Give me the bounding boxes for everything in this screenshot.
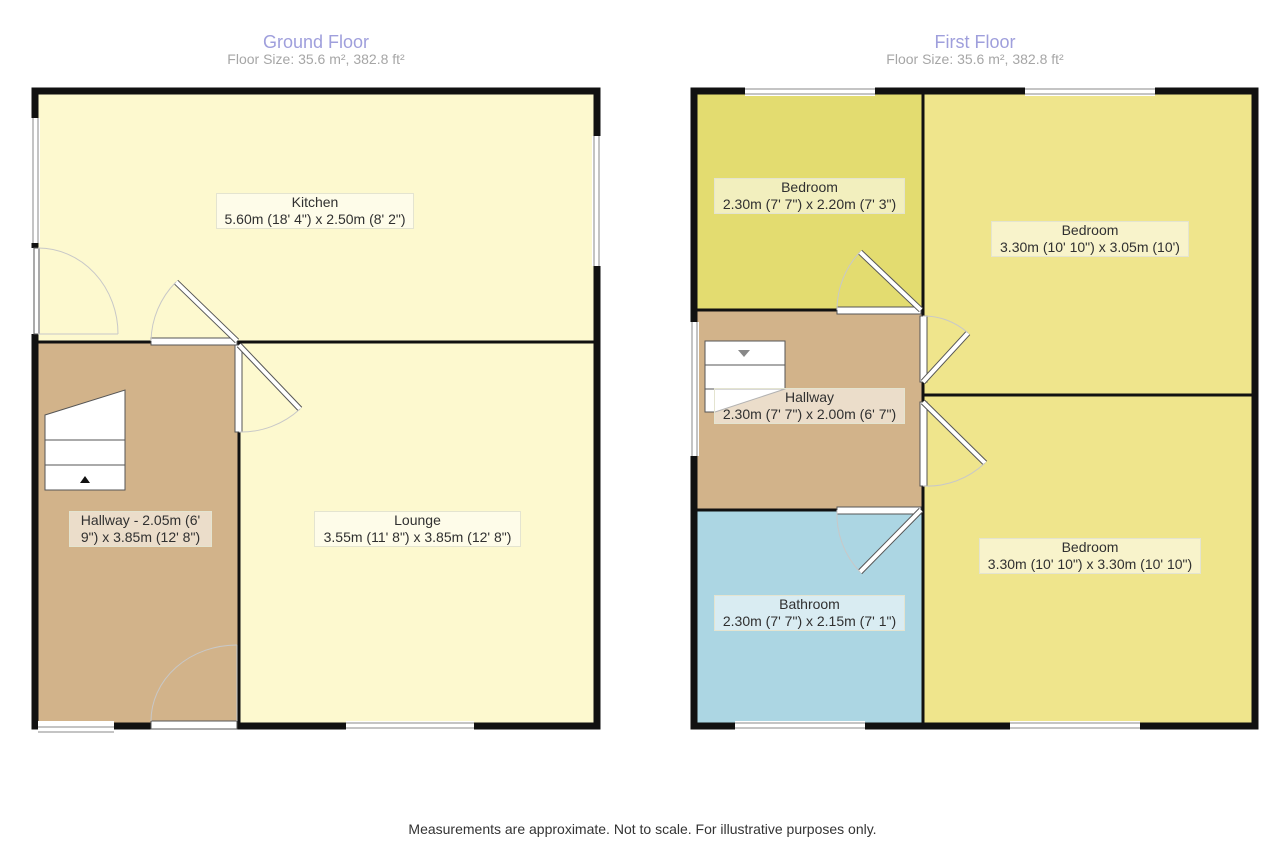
kitchen-label: Kitchen 5.60m (18' 4") x 2.50m (8' 2"): [216, 193, 414, 229]
ground-stairs: [44, 389, 126, 491]
bathroom-dims: 2.30m (7' 7") x 2.15m (7' 1"): [722, 613, 897, 629]
bathroom-name: Bathroom: [779, 596, 840, 612]
ground-floor-title: Ground Floor: [262, 32, 370, 52]
kitchen-hall-door: [150, 279, 240, 346]
kitchen-dims: 5.60m (18' 4") x 2.50m (8' 2"): [224, 211, 406, 227]
bedroom-rear-window: [1025, 87, 1155, 96]
first-floor-title: First Floor: [934, 32, 1016, 52]
bedroom-small-window: [745, 87, 875, 96]
first-hallway-window: [690, 322, 699, 456]
bedroom-small-name: Bedroom: [781, 179, 838, 195]
bedroom-rear-dims: 3.30m (10' 10") x 3.05m (10'): [1000, 239, 1180, 255]
first-hallway-dims: 2.30m (7' 7") x 2.00m (6' 7"): [722, 406, 897, 422]
ground-floor-size: Floor Size: 35.6 m², 382.8 ft²: [227, 51, 405, 67]
disclaimer-text: Measurements are approximate. Not to sca…: [408, 821, 877, 837]
stairs-up-arrow-icon: [80, 476, 90, 483]
bathroom-door: [836, 506, 924, 575]
first-hallway-label: Hallway 2.30m (7' 7") x 2.00m (6' 7"): [714, 388, 905, 424]
lounge-name: Lounge: [394, 512, 441, 528]
ground-hallway-name: Hallway - 2.05m (6': [80, 512, 201, 528]
first-floor-size: Floor Size: 35.6 m², 382.8 ft²: [886, 51, 1064, 67]
bedroom-rear-door: [919, 315, 971, 385]
ground-outer-wall: [31, 87, 601, 730]
ground-hallway-dims: 9") x 3.85m (12' 8"): [80, 529, 201, 545]
first-hallway-name: Hallway: [784, 389, 834, 405]
bedroom-rear-name: Bedroom: [1061, 222, 1119, 238]
stairs-down-arrow-icon: [738, 350, 750, 357]
bedroom-front-label: Bedroom 3.30m (10' 10") x 3.30m (10' 10"…: [979, 538, 1201, 574]
bedroom-front-window: [1010, 721, 1140, 730]
bathroom-label: Bathroom 2.30m (7' 7") x 2.15m (7' 1"): [714, 595, 905, 631]
bedroom-rear-label: Bedroom 3.30m (10' 10") x 3.05m (10'): [991, 221, 1189, 257]
bedroom-front-name: Bedroom: [1061, 539, 1119, 555]
lounge-label: Lounge 3.55m (11' 8") x 3.85m (12' 8"): [314, 511, 521, 547]
lounge-front-window: [346, 721, 474, 730]
lounge-dims: 3.55m (11' 8") x 3.85m (12' 8"): [323, 529, 512, 545]
lounge-hall-door: [234, 342, 303, 433]
bedroom-small-door: [836, 249, 924, 315]
bedroom-small-dims: 2.30m (7' 7") x 2.20m (7' 3"): [722, 196, 897, 212]
kitchen-left-window: [31, 118, 40, 243]
kitchen-right-window: [592, 136, 601, 266]
bedroom-small-label: Bedroom 2.30m (7' 7") x 2.20m (7' 3"): [714, 178, 905, 214]
ground-hallway-label: Hallway - 2.05m (6' 9") x 3.85m (12' 8"): [69, 511, 212, 547]
bedroom-front-dims: 3.30m (10' 10") x 3.30m (10' 10"): [987, 556, 1193, 572]
bedroom-front-door: [919, 399, 988, 487]
kitchen-name: Kitchen: [291, 194, 339, 210]
front-door: [150, 644, 238, 730]
bathroom-window: [735, 721, 865, 730]
hallway-front-window: [38, 721, 114, 733]
kitchen-back-door: [31, 247, 119, 335]
